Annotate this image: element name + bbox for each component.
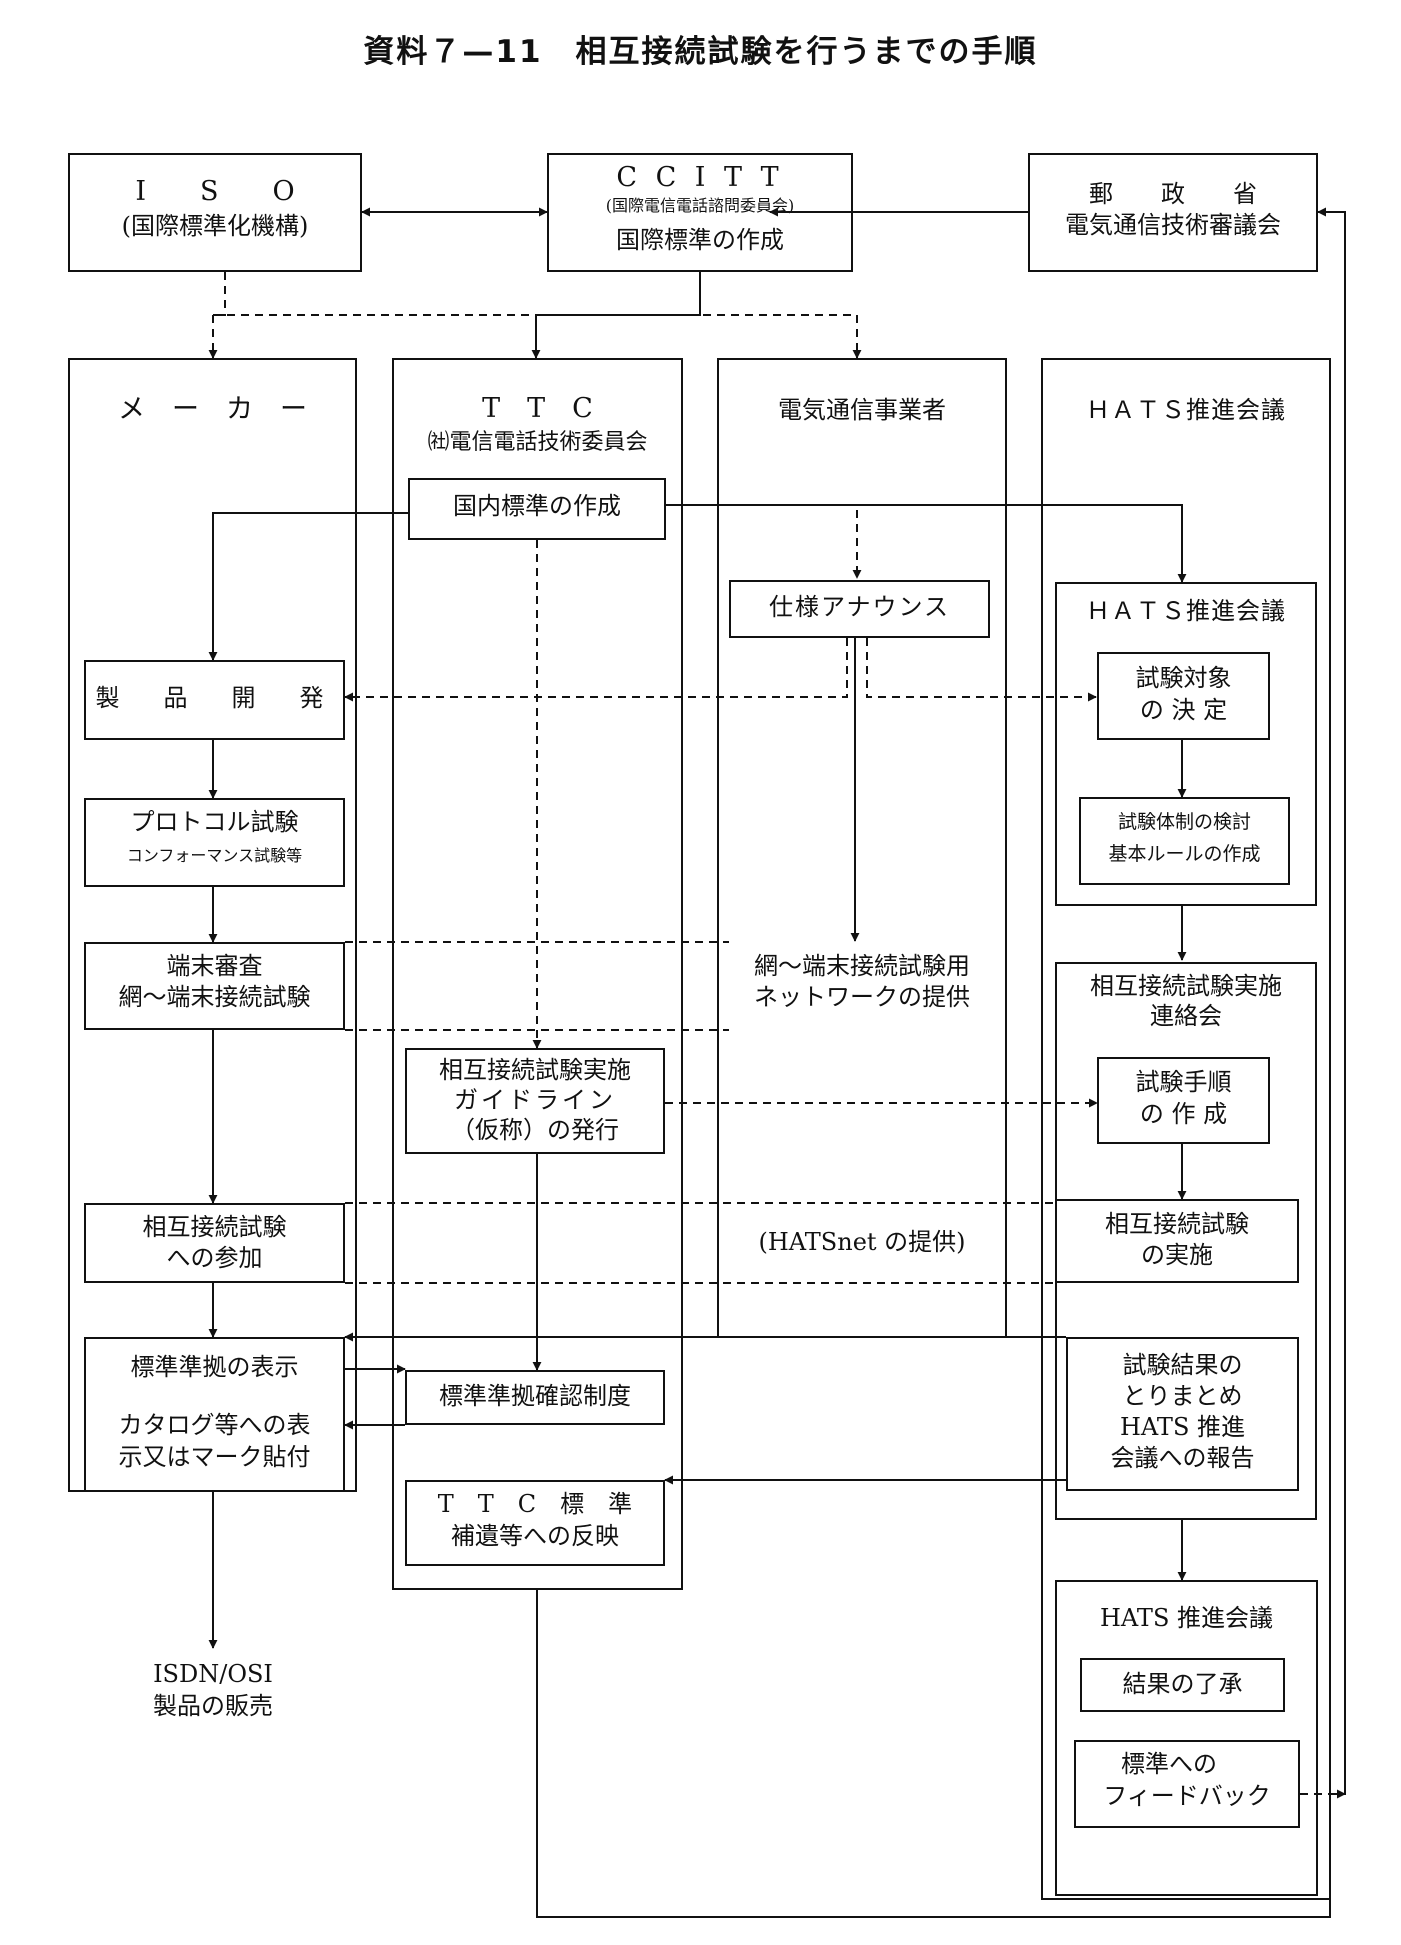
product-dev-label: 製 品 開 発 [95,684,334,712]
hats-council2-box [1055,1580,1318,1896]
spec-announce-box [729,580,990,638]
mpt-sub: 電気通信技術審議会 [1065,211,1281,239]
hats-header: ＨＡＴＳ推進会議 [1086,396,1286,424]
join-test-label: 相互接続試験 [142,1213,287,1241]
ttc-header: T T C [482,393,593,424]
hats-council-label: ＨＡＴＳ推進会議 [1086,597,1286,625]
summary-label1: 試験結果の [1122,1351,1243,1379]
maker-column [68,358,357,1492]
summary-label2: とりまとめ [1122,1382,1243,1410]
test-exec-label2: の実施 [1141,1241,1213,1269]
test-system-label1: 試験体制の検討 [1117,811,1251,833]
iso-box [68,153,362,272]
test-procedure-box [1097,1057,1270,1144]
mpt-box [1028,153,1318,272]
feedback-label1: 標準への [1121,1750,1217,1778]
ttc-reflect-label1: T T C 標 準 [437,1490,633,1518]
product-dev-box [84,660,345,740]
protocol-test-sub: コンフォーマンス試験等 [126,846,303,865]
ttc-reflect-label2: 補遺等への反映 [451,1522,619,1550]
terminal-review-label: 端末審査 [166,952,263,980]
hats-column [1041,358,1331,1900]
ttc-reflect-box [405,1480,665,1566]
spec-announce-label: 仕様アナウンス [768,593,951,621]
test-procedure-label2: の 作 成 [1139,1100,1228,1128]
guideline-label2: ガイドライン [454,1086,616,1114]
arrow-domestic-dev [208,512,408,661]
test-procedure-label1: 試験手順 [1135,1068,1232,1096]
test-target-label1: 試験対象 [1135,664,1232,692]
compliance-confirm-box [405,1370,665,1425]
terminal-review-box [84,942,345,1030]
summary-label3: HATS 推進 [1119,1413,1246,1441]
dash-iso-down [213,272,226,316]
compliance-display-label: 標準準拠の表示 [130,1353,299,1381]
test-exec-label1: 相互接続試験 [1105,1210,1249,1238]
compliance-display-sub2: 示又はマーク貼付 [118,1443,311,1471]
ttc-subheader: ㈳電信電話技術委員会 [427,430,648,455]
hats-council2-label: HATS 推進会議 [1099,1604,1274,1632]
ccitt-box [547,153,853,272]
iso-sub: (国際標準化機構) [121,212,309,240]
network-provide-label2: ネットワークの提供 [754,983,970,1011]
sales-label1: ISDN/OSI [153,1660,273,1688]
dash-spec-dev [344,638,848,702]
feedback-label2: フィードバック [1103,1782,1271,1810]
feedback-box [1074,1740,1300,1828]
mpt-label: 郵 政 省 [1089,180,1257,208]
guideline-label1: 相互接続試験実施 [439,1056,631,1084]
summary-box [1066,1337,1299,1491]
protocol-test-box [84,798,345,887]
compliance-display-box [84,1337,345,1492]
protocol-test-label: プロトコル試験 [130,808,299,836]
ccitt-sub: (国際電信電話諮問委員会) [605,196,795,215]
ttc-column [392,358,683,1590]
liaison-label1: 相互接続試験実施 [1090,972,1282,1000]
guideline-box [405,1048,665,1154]
carrier-column [717,358,1007,1338]
test-exec-box [1055,1199,1299,1283]
ccitt-task: 国際標準の作成 [616,226,784,254]
test-system-box [1079,797,1290,885]
test-system-label2: 基本ルールの作成 [1108,843,1261,865]
domestic-standard-label: 国内標準の作成 [453,492,621,520]
sales-label2: 製品の販売 [153,1692,273,1720]
terminal-review-sub: 網～端末接続試験 [118,983,311,1011]
compliance-display-sub1: カタログ等への表 [118,1411,311,1439]
dash-spec-target [866,638,1097,702]
hatsnet-label: (HATSnet の提供) [758,1228,966,1256]
network-provide-label1: 網～端末接続試験用 [754,952,970,980]
maker-header: メ ー カ ー [118,394,307,425]
domestic-standard-box [408,478,666,540]
test-target-box [1097,652,1270,740]
result-approve-label: 結果の了承 [1122,1670,1243,1698]
test-target-label2: の 決 定 [1139,696,1228,724]
liaison-label2: 連絡会 [1150,1002,1222,1030]
arrow-ccitt-ttc [531,272,701,359]
join-test-box [84,1203,345,1283]
page-title: 資料７—11 相互接続試験を行うまでの手順 [363,34,1038,70]
carrier-header: 電気通信事業者 [778,396,946,424]
summary-label4: 会議への報告 [1110,1444,1255,1472]
ccitt-label: C C I T T [616,162,784,193]
join-test-sub: への参加 [166,1244,263,1272]
result-approve-box [1080,1658,1285,1712]
guideline-label3: （仮称）の発行 [451,1116,619,1144]
compliance-confirm-label: 標準準拠確認制度 [439,1382,631,1410]
dash-domestic-spec [666,504,862,579]
hats-council-box [1055,582,1317,906]
iso-label: I S O [135,176,295,207]
